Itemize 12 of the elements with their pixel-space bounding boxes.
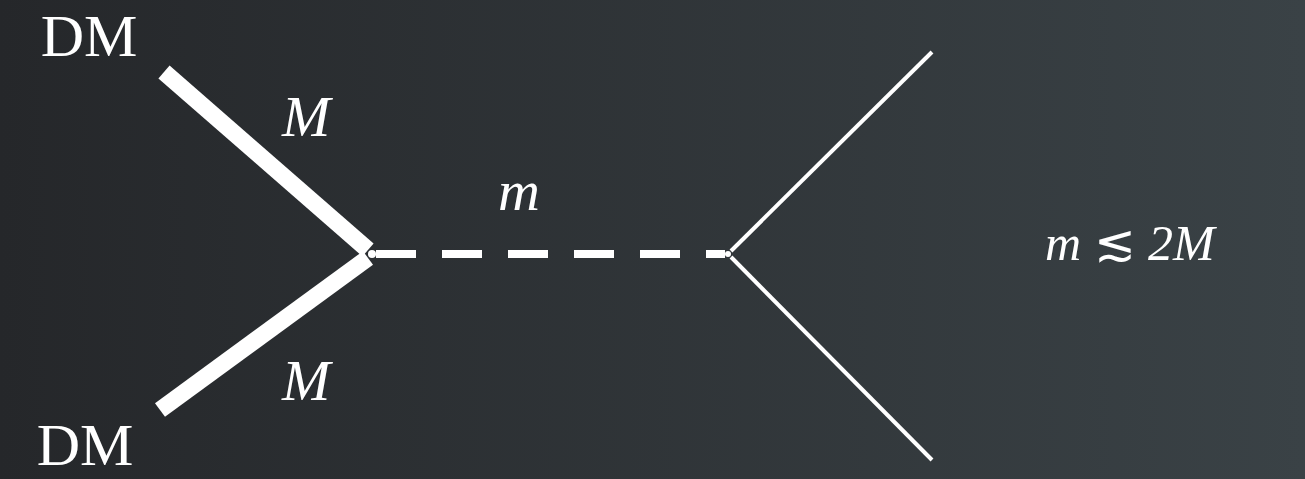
particle-line <box>155 251 373 417</box>
particle-line <box>158 65 374 257</box>
edge-label: M <box>282 352 331 410</box>
vertex-point <box>725 251 731 257</box>
vertex-point <box>368 250 376 258</box>
particle-line <box>729 50 934 253</box>
edge-label: M <box>282 88 331 146</box>
particle-label: DM <box>10 410 160 479</box>
particle-line <box>729 255 934 462</box>
particle-label: DM <box>14 0 164 72</box>
mass-condition: m ≲ 2M <box>1045 218 1215 268</box>
edge-label: m <box>498 162 540 220</box>
